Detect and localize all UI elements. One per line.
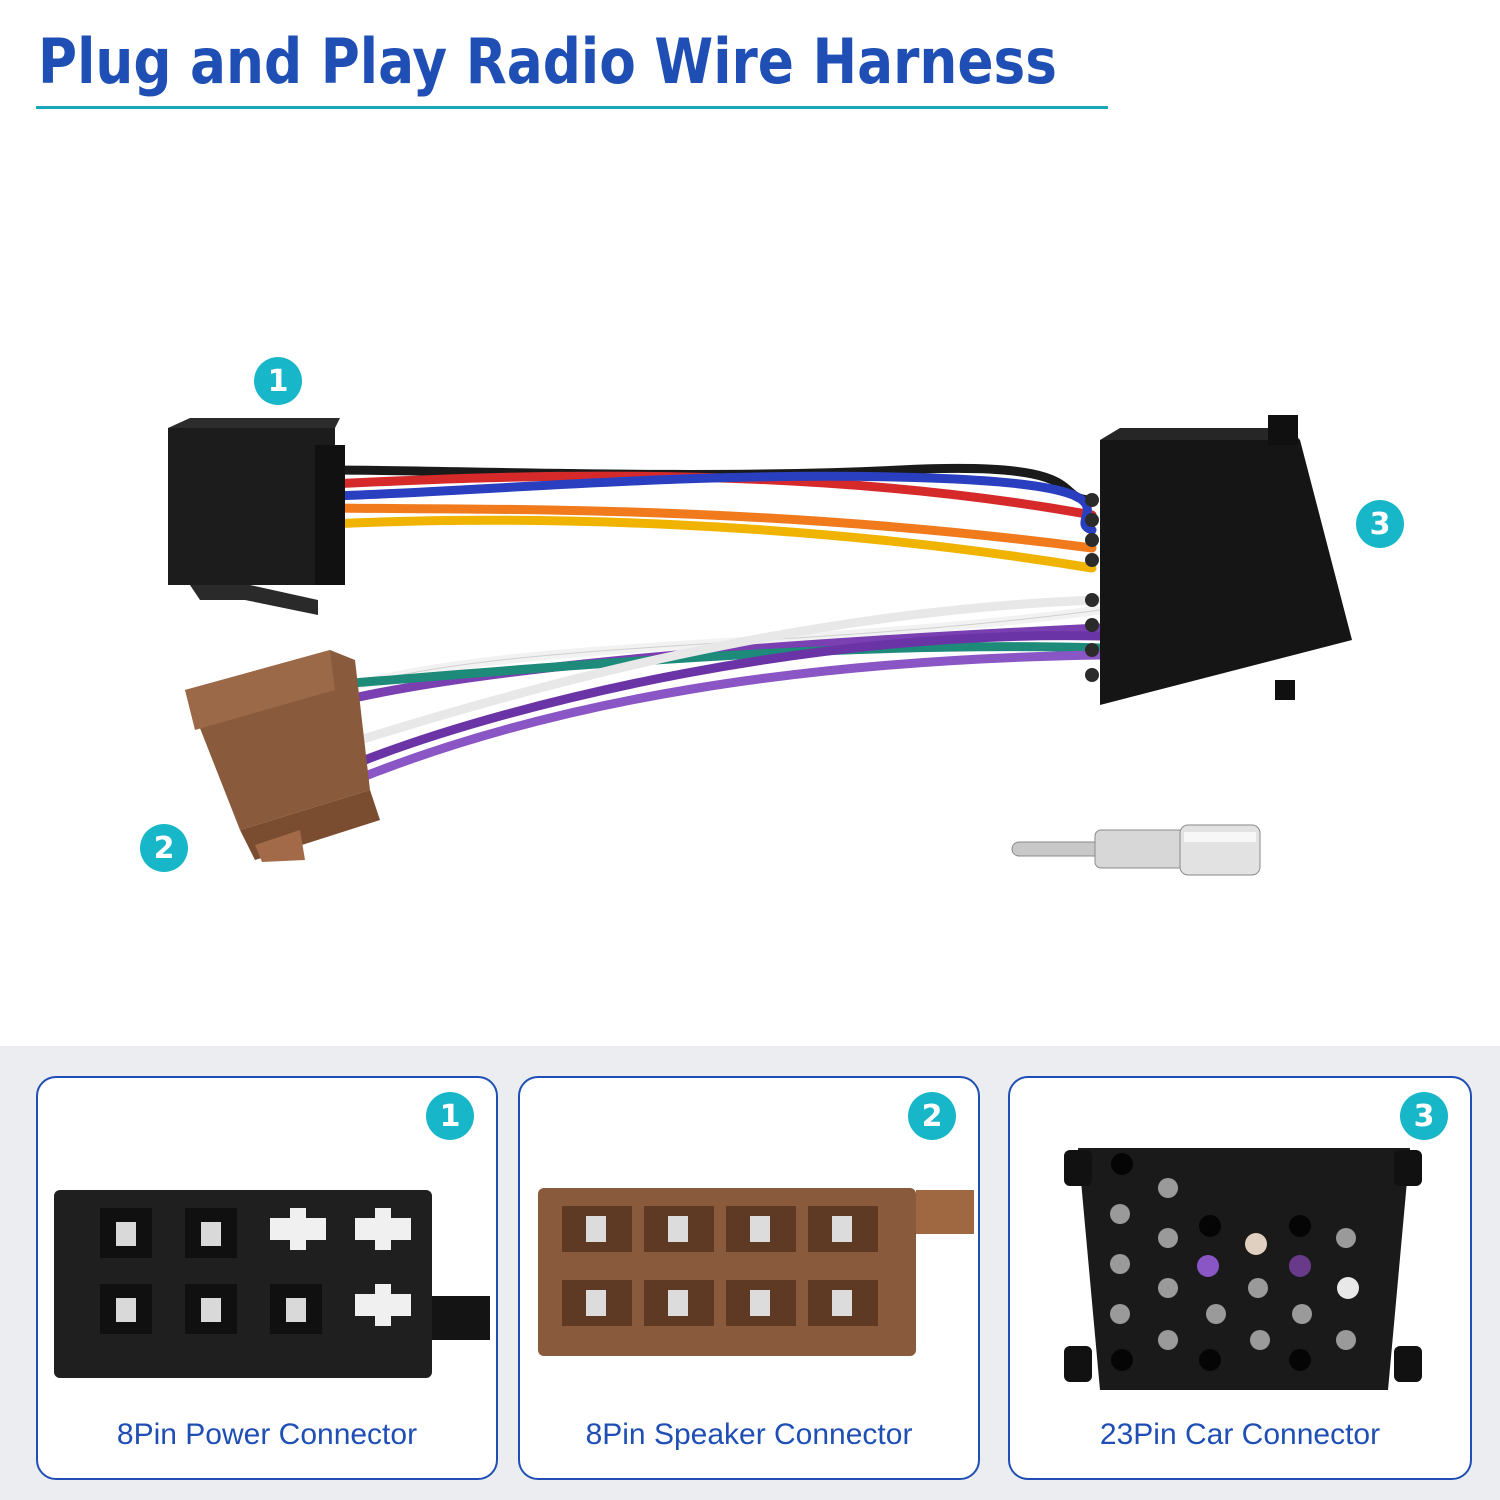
speaker-connector-card: 2 8Pin Speaker Connector xyxy=(518,1076,980,1480)
speaker-connector xyxy=(185,650,380,862)
antenna-adapter-icon xyxy=(1011,824,1261,876)
speaker-wires xyxy=(335,595,1105,780)
card-badge-1: 1 xyxy=(426,1092,474,1140)
card-label-car: 23Pin Car Connector xyxy=(1099,1418,1381,1451)
callout-badge-1: 1 xyxy=(254,357,302,405)
speaker-connector-face xyxy=(538,1188,974,1356)
wire-harness-illustration xyxy=(168,415,1352,876)
page-title: Plug and Play Radio Wire Harness xyxy=(38,25,1058,98)
card-label-power: 8Pin Power Connector xyxy=(116,1418,418,1451)
car-connector-card: 3 23Pin Car Connector xyxy=(1008,1076,1472,1480)
power-wires xyxy=(325,463,1097,573)
card-label-speaker: 8Pin Speaker Connector xyxy=(585,1418,913,1451)
callout-badge-3: 3 xyxy=(1356,500,1404,548)
power-connector-card: 1 8Pin Power Connector xyxy=(36,1076,498,1480)
callout-badge-2: 2 xyxy=(140,824,188,872)
power-connector-face xyxy=(54,1190,490,1378)
power-connector xyxy=(168,418,345,615)
card-badge-3: 3 xyxy=(1400,1092,1448,1140)
title-underline xyxy=(36,106,1108,109)
card-badge-2: 2 xyxy=(908,1092,956,1140)
car-connector xyxy=(1085,415,1352,705)
car-connector-face xyxy=(1064,1148,1422,1390)
